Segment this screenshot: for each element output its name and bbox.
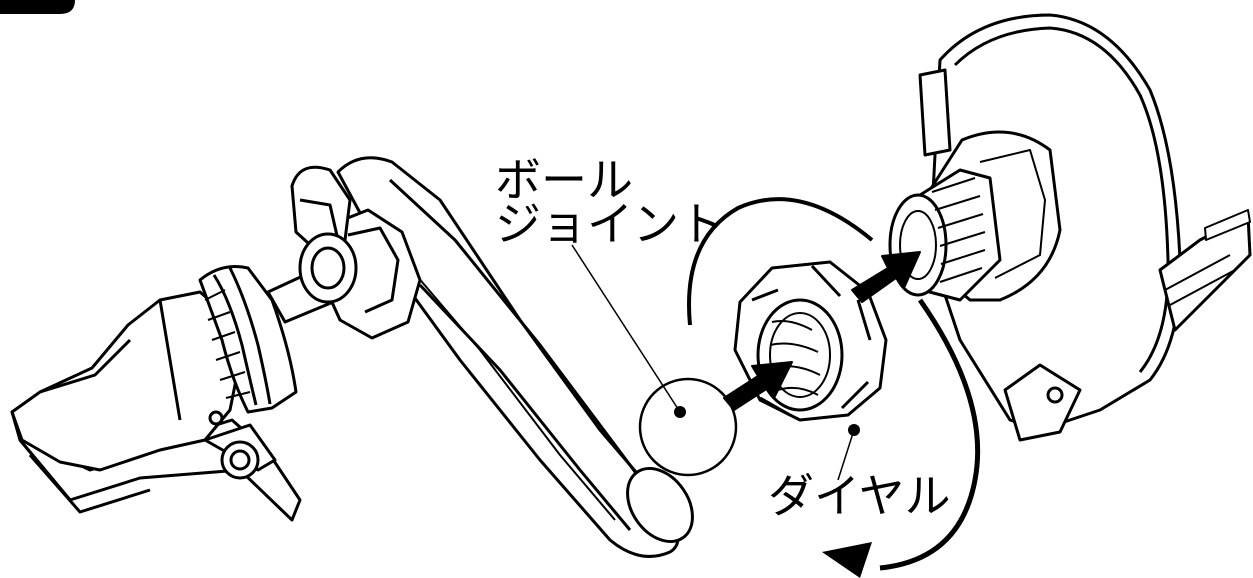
extension-arm — [290, 156, 694, 558]
dial-dot — [848, 424, 860, 436]
rotation-arc-upper — [687, 197, 874, 326]
mount-arrow-icon — [851, 251, 921, 303]
ball-joint-leader — [571, 244, 681, 413]
vent-clip — [10, 265, 340, 522]
mount-arrow-icon — [723, 361, 793, 411]
dial-label: ダイヤル — [768, 469, 951, 523]
rotation-arc-lower — [879, 298, 981, 571]
ball-joint-dot — [674, 406, 686, 418]
corner-tab — [0, 0, 75, 14]
ball-joint-label-line2: ジョイント — [495, 197, 725, 251]
rotate-arrow-icon — [822, 542, 872, 578]
phone-holder — [888, 13, 1252, 442]
dial-leader — [837, 429, 855, 481]
ball-joint — [638, 377, 738, 477]
ball-joint-label-line1: ボール — [495, 153, 633, 207]
